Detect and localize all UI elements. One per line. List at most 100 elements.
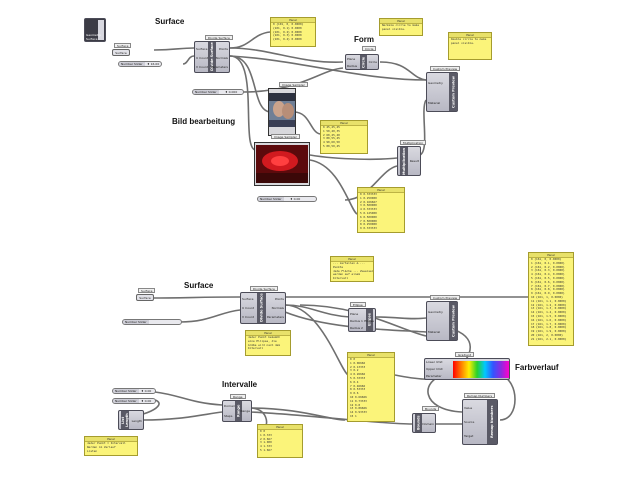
panel-note-2[interactable]: Panel Double circle to make panel visibl… (448, 32, 492, 60)
range-component[interactable]: Domain Steps Range Range (222, 400, 252, 422)
custom-preview-top[interactable]: Geometry Material Custom Preview (426, 72, 458, 112)
surface-param-top[interactable]: Surface (112, 49, 130, 56)
input-radius-2[interactable]: Radius 2 (350, 326, 363, 330)
panel-line: 15 1 (350, 413, 357, 418)
panel-line: 4 0.333333 (360, 207, 377, 212)
panel-line: 9 {161, 0.9, 0.0000} (531, 291, 565, 296)
input-geometry[interactable]: Geometry (428, 310, 443, 314)
input-plane[interactable]: Plane (347, 57, 356, 61)
wire (309, 154, 398, 161)
panel-range-values[interactable]: Panel 0 0 1 0.333 2 0.667 3 1.000 4 1.33… (257, 424, 303, 458)
wire (229, 55, 427, 81)
output-ellipse[interactable]: Ellipse (364, 319, 374, 323)
input-parameter[interactable]: Parameter (426, 374, 442, 378)
custom-preview-core: Custom Preview (449, 73, 458, 111)
slider-radius-top[interactable]: Number Slider ♦ 0.000 (192, 89, 244, 95)
output-circle[interactable]: Circle (368, 60, 377, 64)
input-source[interactable]: Source (464, 420, 475, 424)
bounds-component[interactable]: Bounds Domain (412, 413, 436, 433)
output-parameters[interactable]: Parameters (210, 65, 228, 69)
output-normals[interactable]: Normals (271, 306, 284, 310)
divide-surface-top[interactable]: Surface U Count V Count Divide Surface P… (194, 41, 230, 73)
gradient-component[interactable]: Lower limit Upper limit Parameter (424, 358, 510, 380)
ellipse-chip: Ellipse (350, 302, 366, 307)
custom-preview-bottom[interactable]: Geometry Material Custom Preview (426, 301, 458, 341)
input-u-count[interactable]: U Count (242, 306, 255, 310)
wire (379, 61, 427, 81)
input-u-count[interactable]: U Count (196, 56, 209, 60)
panel-note-bottom[interactable]: Panel Jeder Punkt = Intervall Werden im … (84, 436, 138, 456)
list-length-component[interactable]: List Length Length (118, 410, 144, 430)
panel-line: Jeder Punkt = Intervall (87, 441, 126, 445)
slider-interval-a[interactable]: Number Slider ♦ 0.00 (112, 388, 156, 394)
panel-line: 6 {161, 0.6, 0.0000} (531, 279, 565, 284)
slider-label: Number Slider (119, 62, 145, 66)
panel-line: 8 0.53333 (350, 387, 366, 392)
panel-note-ellipse[interactable]: Panel Jeder Punkt bekommt eine Ellipse, … (245, 330, 291, 356)
image-sampler-2[interactable] (254, 142, 310, 186)
wire (229, 55, 271, 113)
input-target[interactable]: Target (464, 434, 474, 438)
input-surface[interactable]: Surface (196, 47, 208, 51)
input-material[interactable]: Material (428, 330, 441, 334)
panel-line: 12 0.8 (350, 402, 361, 407)
panel-line: 7 {161, 0.7, 0.0000} (531, 283, 565, 288)
input-v-count[interactable]: V Count (196, 65, 208, 69)
remap-core: Remap Numbers (487, 400, 497, 444)
input-domain[interactable]: Domain (224, 404, 236, 408)
slider-mult[interactable]: Number Slider ♦ 0.00 (257, 196, 317, 202)
wire (249, 411, 413, 425)
panel-big-points[interactable]: Panel 0 {161, 0, 0.0000} 1 {161, 0.1, 0.… (528, 252, 574, 346)
input-lower-limit[interactable]: Lower limit (426, 360, 443, 364)
circle-component[interactable]: Plane Radius Circle Circle (345, 54, 379, 70)
divide-surface-core: Divide Surface (257, 293, 266, 323)
bounds-chip: Bounds (422, 406, 440, 411)
panel-mid-values[interactable]: Panel 0 0 1 0.06666 2 0.13333 3 0.2 4 0.… (347, 352, 395, 422)
slider-interval-b[interactable]: Number Slider ♦ 0.00 (112, 398, 156, 404)
output-points[interactable]: Points (274, 297, 284, 301)
output-normals[interactable]: Normals (215, 56, 228, 60)
panel-colors[interactable]: Panel 0 45,45,45 1 50,40,35 2 60,45,40 3… (320, 120, 368, 154)
input-plane[interactable]: Plane (350, 312, 359, 316)
input-upper-limit[interactable]: Upper limit (426, 367, 443, 371)
output-parameters[interactable]: Parameters (266, 315, 284, 319)
wire (419, 99, 427, 156)
input-surface[interactable]: Surface (242, 297, 254, 301)
input-geometry[interactable]: Geometry (428, 81, 443, 85)
slider-value: ♦ 0.000 (225, 90, 238, 94)
surface-param-bottom[interactable]: Surface (136, 294, 154, 301)
slider-uv-top[interactable]: Number Slider ♦ 16.00 (118, 61, 162, 67)
input-radius[interactable]: Radius (347, 64, 358, 68)
input-value[interactable]: Value (464, 406, 473, 410)
wire (142, 411, 223, 421)
remap-component[interactable]: Value Source Target Remap Numbers (462, 399, 498, 445)
section-title-intervalle: Intervalle (222, 380, 258, 389)
image-sampler-1[interactable] (268, 88, 296, 136)
input-radius-1[interactable]: Radius 1 (350, 319, 363, 323)
ellipse-component[interactable]: Plane Radius 1 Radius 2 Ellipse Ellipse (348, 308, 376, 332)
input-v-count[interactable]: V Count (242, 315, 254, 319)
gradient-bar[interactable] (453, 361, 509, 378)
wire (179, 309, 241, 323)
output-range[interactable]: Range (240, 409, 250, 413)
output-domain[interactable]: Domain (422, 422, 434, 426)
geometry-component[interactable]: Geometry Surface (84, 18, 106, 42)
panel-note-1[interactable]: Panel Normale circle to make panel visib… (379, 18, 423, 36)
input-material[interactable]: Material (428, 101, 441, 105)
panel-line: 0 0.333333 (360, 192, 377, 196)
circle-core: Circle (360, 55, 367, 69)
panel-note-surface[interactable]: Panel ... zerteilen & ... Punkte Jede Fl… (330, 256, 374, 282)
panel-line: 10 {161, 1, 0.0000} (531, 294, 563, 299)
panel-top-points[interactable]: Panel 0 {101, 0, 0.0000} {101, 0.1} 0.00… (270, 17, 316, 47)
slider-uv-bottom[interactable]: Number Slider (122, 319, 182, 325)
output-length[interactable]: Length (131, 419, 142, 423)
panel-line: 3 {161, 0.3, 0.0000} (531, 268, 565, 273)
multiplication-component[interactable]: Multiplication Result (397, 146, 421, 176)
divide-surface-bottom[interactable]: Surface U Count V Count Divide Surface P… (240, 292, 286, 324)
input-steps[interactable]: Steps (224, 414, 233, 418)
output-points[interactable]: Points (218, 47, 228, 51)
panel-line: 21 {161, 2.1, 0.0000} (531, 336, 567, 341)
panel-result[interactable]: Panel 0 0.333333 1 0.250000 2 0.166667 3… (357, 187, 405, 233)
output-result[interactable]: Result (409, 159, 419, 163)
